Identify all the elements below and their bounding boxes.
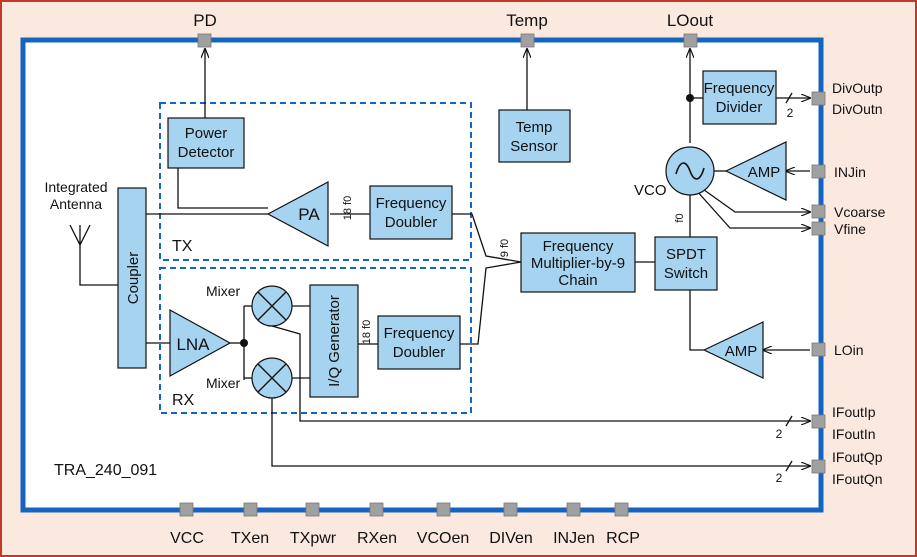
pin-injin	[811, 164, 826, 179]
frequency-divider-line1: Frequency	[704, 80, 775, 97]
pin-divout	[811, 91, 826, 106]
pin-txen	[243, 502, 258, 517]
rx-label: RX	[172, 392, 195, 409]
pin-vcc	[179, 502, 194, 517]
mixer-top-x-icon	[257, 291, 287, 321]
pin-label-rcp: RCP	[606, 530, 640, 547]
pin-label-divoutp: DivOutp	[832, 80, 883, 96]
pin-label-ifoutqn: IFoutQn	[832, 471, 883, 487]
power-detector-line1: Power	[185, 125, 228, 142]
pin-rcp	[614, 502, 629, 517]
pin-label-loout: LOout	[667, 11, 714, 30]
iq-generator-block	[309, 284, 359, 398]
tx-doubler-line1: Frequency	[376, 195, 447, 212]
junction-dot-lna	[240, 339, 248, 347]
pin-pd	[197, 33, 212, 48]
rx-section	[159, 267, 472, 414]
pin-vcoen	[436, 502, 451, 517]
pin-label-temp: Temp	[506, 11, 548, 30]
pin-label-vfine: Vfine	[834, 221, 866, 237]
temp-sensor-line1: Temp	[516, 119, 553, 136]
bus-width-div: 2	[787, 106, 794, 120]
pin-label-pd: PD	[193, 11, 217, 30]
multiplier-line2: Multiplier-by-9	[531, 255, 625, 272]
spdt-line1: SPDT	[666, 246, 706, 263]
vco-label: VCO	[634, 182, 667, 199]
coupler-block	[117, 187, 147, 369]
frequency-divider-line2: Divider	[716, 99, 763, 116]
spdt-line2: Switch	[664, 265, 708, 282]
lo-amp-label: AMP	[725, 343, 758, 360]
pin-label-injin: INJin	[834, 164, 866, 180]
coupler-label: Coupler	[125, 252, 142, 305]
pin-label-vcoarse: Vcoarse	[834, 204, 886, 220]
inj-amp-label: AMP	[748, 164, 781, 181]
pin-vfine	[811, 221, 826, 236]
junction-dot-lo	[686, 94, 694, 102]
pin-label-txpwr: TXpwr	[290, 530, 337, 547]
frequency-divider-block	[702, 70, 777, 125]
multiplier-line1: Frequency	[543, 238, 614, 255]
pin-label-ifoutqp: IFoutQp	[832, 449, 883, 465]
lo-amp	[702, 321, 764, 379]
pin-label-injen: INJen	[553, 530, 595, 547]
pin-label-vcoen: VCOen	[417, 530, 469, 547]
pin-label-ifoutin: IFoutIn	[832, 426, 876, 442]
rx-frequency-doubler-block	[377, 315, 461, 370]
pin-loout	[683, 33, 698, 48]
temp-sensor-block	[498, 109, 571, 163]
pin-ifoutq	[811, 459, 826, 474]
bus-width-q: 2	[776, 471, 783, 485]
pin-rxen	[369, 502, 384, 517]
mixer-bottom-x-icon	[257, 363, 287, 393]
pin-label-diven: DIVen	[489, 530, 533, 547]
lna-amplifier	[169, 308, 232, 378]
pin-ifouti	[811, 414, 826, 429]
mixer-top-label: Mixer	[206, 283, 241, 299]
f0-label: f0	[674, 213, 686, 222]
pin-loin	[811, 342, 826, 357]
f9-label: 9 f0	[499, 239, 511, 257]
f18-tx-label: 18 f0	[342, 196, 354, 220]
inj-amp	[724, 141, 787, 201]
multiplier-line3: Chain	[558, 272, 597, 289]
tx-doubler-line2: Doubler	[385, 214, 438, 231]
sine-icon	[675, 162, 705, 180]
pa-amplifier	[266, 181, 329, 247]
pin-label-txen: TXen	[231, 530, 269, 547]
pin-label-rxen: RXen	[357, 530, 397, 547]
power-detector-block	[167, 117, 245, 169]
rx-doubler-line2: Doubler	[393, 344, 446, 361]
pin-vcoarse	[811, 204, 826, 219]
bus-width-i: 2	[776, 427, 783, 441]
pin-diven	[503, 502, 518, 517]
pin-label-divoutn: DivOutn	[832, 101, 883, 117]
iq-generator-label: I/Q Generator	[326, 295, 343, 387]
pin-label-ifoutip: IFoutIp	[832, 404, 876, 420]
rx-doubler-line1: Frequency	[384, 325, 455, 342]
lna-label: LNA	[176, 335, 210, 354]
antenna-label-line1: Integrated	[44, 179, 107, 195]
pin-label-vcc: VCC	[170, 530, 204, 547]
pa-label: PA	[298, 205, 320, 224]
tx-section	[159, 102, 472, 261]
f18-rx-label: 18 f0	[361, 320, 373, 344]
tx-label: TX	[172, 238, 193, 255]
temp-sensor-line2: Sensor	[510, 138, 558, 155]
tx-frequency-doubler-block	[369, 185, 453, 240]
mixer-bottom-label: Mixer	[206, 375, 241, 391]
pin-temp	[520, 33, 535, 48]
part-number: TRA_240_091	[54, 462, 157, 479]
power-detector-line2: Detector	[178, 144, 235, 161]
multiplier-block	[520, 232, 636, 293]
pin-txpwr	[305, 502, 320, 517]
spdt-switch-block	[654, 236, 718, 291]
pin-label-loin: LOin	[834, 342, 864, 358]
antenna-label-line2: Antenna	[50, 196, 102, 212]
wires	[69, 49, 810, 472]
pin-injen	[566, 502, 581, 517]
